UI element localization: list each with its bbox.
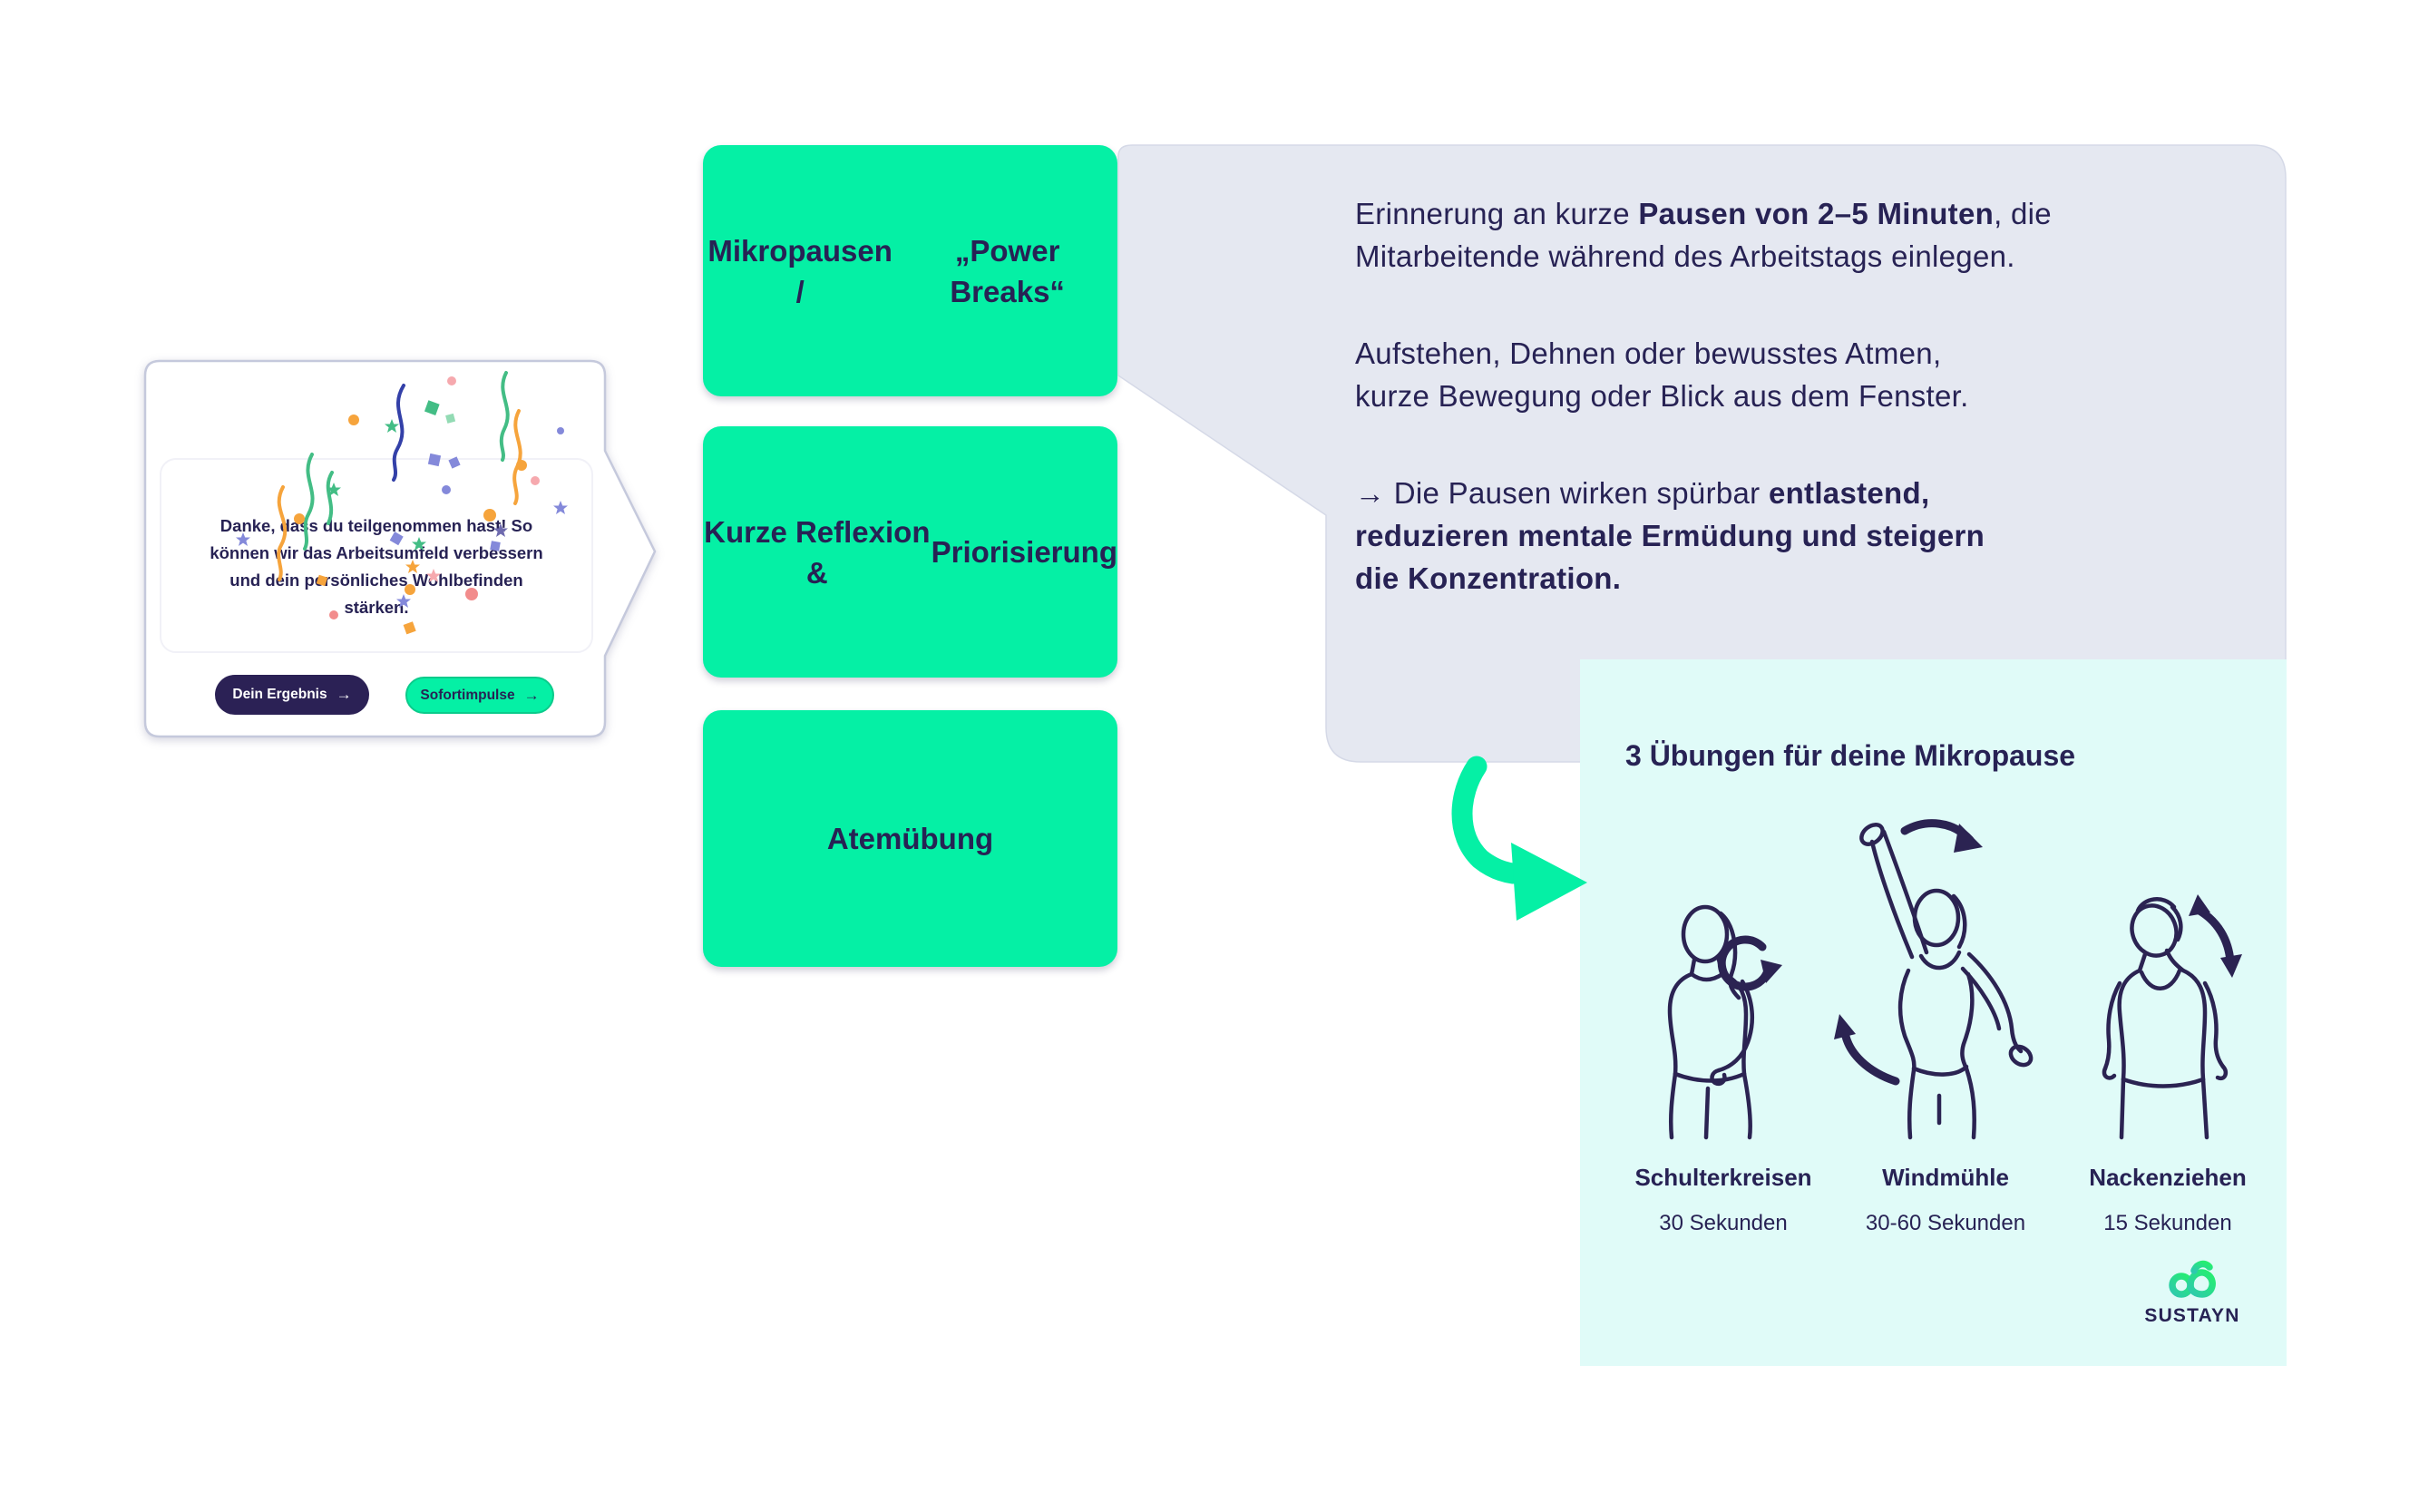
sustayn-logo-text: SUSTAYN	[2144, 1305, 2240, 1326]
panel-title: 3 Übungen für deine Mikropause	[1625, 739, 2076, 772]
bubble-text: Erinnerung an kurze Pausen von 2–5 Minut…	[1355, 197, 2052, 595]
sustayn-logo: SUSTAYN	[2120, 1258, 2265, 1327]
exercise-nackenziehen: Nackenziehen 15 Sekunden	[2054, 818, 2281, 1253]
nackenziehen-illustration	[2102, 894, 2242, 1140]
exercise-name: Schulterkreisen	[1634, 1164, 1812, 1191]
exercise-name: Nackenziehen	[2089, 1164, 2247, 1191]
exercise-duration: 15 Sekunden	[2103, 1211, 2232, 1235]
exercise-windmuehle: Windmühle 30-60 Sekunden	[1832, 818, 2059, 1253]
exercise-schulterkreisen: Schulterkreisen 30 Sekunden	[1610, 818, 1837, 1253]
impulse-card-mikropausen[interactable]: Mikropausen /„Power Breaks“	[703, 145, 1117, 396]
dein-ergebnis-label: Dein Ergebnis	[232, 687, 327, 702]
exercise-panel: 3 Übungen für deine Mikropause Schulterk…	[1580, 659, 2287, 1366]
exercise-duration: 30 Sekunden	[1659, 1211, 1788, 1235]
speech-bubble-shape	[1117, 144, 2287, 763]
sofortimpulse-button[interactable]: Sofortimpulse →	[405, 677, 554, 714]
sofortimpulse-label: Sofortimpulse	[420, 687, 515, 703]
windmuehle-illustration	[1834, 819, 2034, 1140]
arrow-right-icon: →	[336, 686, 352, 703]
impulse-card-atemuebung[interactable]: Atemübung	[703, 710, 1117, 967]
arrow-right-icon: →	[523, 686, 540, 704]
impulse-card-reflexion[interactable]: Kurze Reflexion &Priorisierung	[703, 426, 1117, 678]
curved-arrow-icon	[1451, 756, 1587, 921]
sustayn-logo-icon	[2169, 1260, 2216, 1298]
schulterkreisen-illustration	[1667, 904, 1782, 1140]
dein-ergebnis-button[interactable]: Dein Ergebnis →	[215, 675, 369, 715]
exercise-name: Windmühle	[1882, 1164, 2009, 1191]
exercise-duration: 30-60 Sekunden	[1865, 1211, 2026, 1235]
